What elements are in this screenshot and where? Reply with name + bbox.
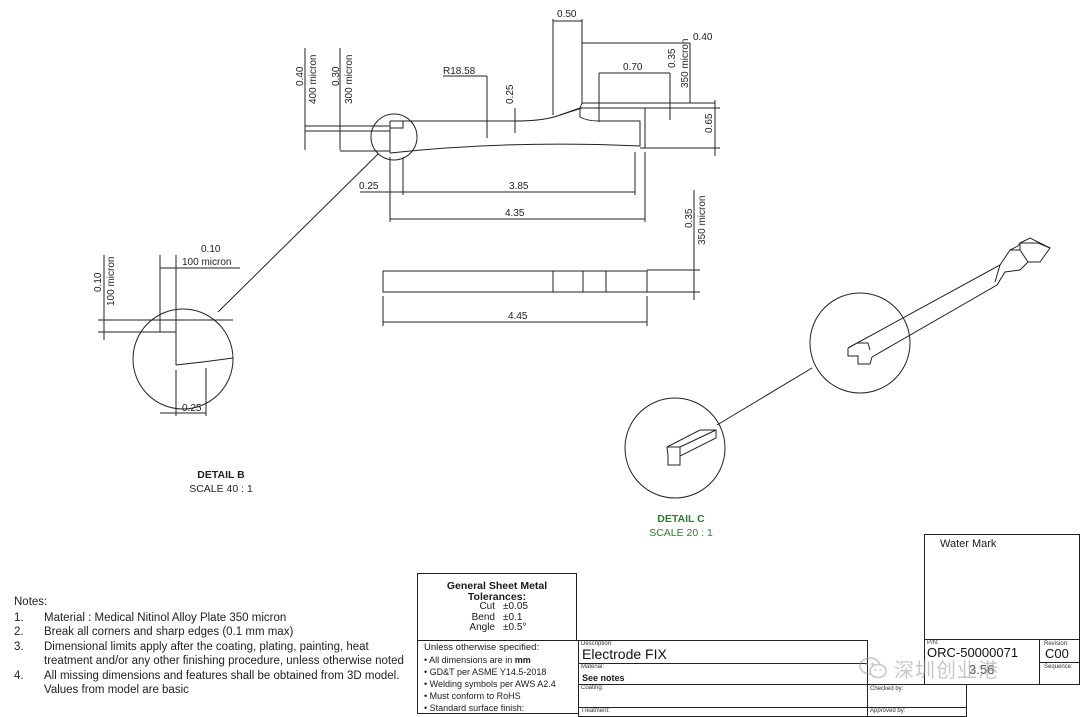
pn-overlap-value: 3.56 xyxy=(969,662,995,677)
side-view-dimensions xyxy=(382,190,700,326)
revision-value: C00 xyxy=(1045,646,1069,661)
note-text: Dimensional limits apply after the coati… xyxy=(44,640,404,668)
water-mark-box: Water Mark xyxy=(924,534,1080,640)
pn-label: P/N: xyxy=(927,640,939,646)
notes-block: Notes: 1. Material : Medical Nitinol All… xyxy=(14,595,414,698)
tolerance-row: Cut ±0.05 xyxy=(418,601,576,613)
title-block-description: Description: Electrode FIX xyxy=(578,640,868,664)
dim-3-85: 3.85 xyxy=(509,181,529,192)
title-block-material: Material: See notes xyxy=(578,663,868,685)
spec-line-text: • All dimensions are in xyxy=(424,655,515,665)
title-block-treatment: Treatment: xyxy=(578,707,868,717)
notes-heading: Notes: xyxy=(14,596,48,608)
dim-0-70: 0.70 xyxy=(623,62,643,73)
dim-350-micron-top: 350 micron xyxy=(680,39,691,88)
dim-350-micron-side: 350 micron xyxy=(697,196,708,245)
coating-label: Coating: xyxy=(581,685,604,691)
tolerance-value: ±0.05 xyxy=(503,601,528,612)
description-label: Description: xyxy=(581,641,613,647)
watermark-text: 深圳创业港 xyxy=(894,659,999,682)
dim-0-65: 0.65 xyxy=(704,113,715,133)
dim-400-micron: 400 micron xyxy=(308,55,319,104)
checked-by-label: Checked by: xyxy=(870,686,904,692)
tolerance-value: ±0.5° xyxy=(503,622,527,633)
detail-c-circle xyxy=(624,397,726,499)
note-number: 1. xyxy=(14,611,24,624)
detail-b-title: DETAIL B xyxy=(197,469,245,481)
detail-b-leader xyxy=(217,153,379,313)
dim-0-40-left: 0.40 xyxy=(295,66,306,86)
detail-b-dim-0-10-v: 0.10 xyxy=(93,272,104,292)
pn-value: ORC-50000071 xyxy=(927,645,1019,660)
tolerance-label: Bend xyxy=(471,611,495,623)
detail-b-circle xyxy=(132,308,234,410)
spec-line: • Standard surface finish: xyxy=(424,703,525,713)
tolerance-label: Angle xyxy=(469,622,495,633)
spec-line: • All dimensions are in mm xyxy=(424,654,578,666)
spec-unit: mm xyxy=(514,655,531,665)
sequence-label: Sequence: xyxy=(1044,664,1073,670)
watermark-overlay: 深圳创业港 xyxy=(858,648,1058,688)
tolerance-value: ±0.1 xyxy=(503,611,523,623)
general-spec-box: Unless otherwise specified: • All dimens… xyxy=(417,640,579,714)
tolerance-row: Bend ±0.1 xyxy=(418,611,576,624)
dimension-lines xyxy=(304,19,720,222)
detail-b-geometry xyxy=(98,255,240,416)
dim-300-micron: 300 micron xyxy=(344,55,355,104)
tolerances-box: General Sheet Metal Tolerances: Cut ±0.0… xyxy=(417,573,577,641)
title-block-approved-by: Approved by: xyxy=(867,707,967,717)
dim-4-45: 4.45 xyxy=(508,311,528,322)
dim-0-40-top: 0.40 xyxy=(693,32,713,43)
detail-c-title: DETAIL C xyxy=(657,513,705,525)
dim-0-35-top: 0.35 xyxy=(667,48,678,68)
detail-c-scale: SCALE 20 : 1 xyxy=(649,527,713,539)
detail-b-dim-100-micron-v: 100 micron xyxy=(106,257,117,306)
material-value: See notes xyxy=(582,673,625,683)
dim-0-30-left: 0.30 xyxy=(331,66,342,86)
dim-0-35-side: 0.35 xyxy=(684,208,695,228)
wechat-icon xyxy=(859,657,887,679)
isometric-view xyxy=(847,237,1051,365)
note-text: Break all corners and sharp edges (0.1 m… xyxy=(44,626,294,638)
revision-label: Revision: xyxy=(1044,641,1069,647)
tolerance-label: Cut xyxy=(479,601,495,612)
note-text: Material : Medical Nitinol Alloy Plate 3… xyxy=(44,611,287,624)
dim-0-25-step: 0.25 xyxy=(505,84,516,104)
side-view-outline xyxy=(382,270,648,293)
spec-heading: Unless otherwise specified: xyxy=(424,642,540,653)
title-block-coating: Coating: xyxy=(578,684,868,708)
description-value: Electrode FIX xyxy=(582,646,667,662)
water-mark-label: Water Mark xyxy=(940,538,997,550)
note-item: 2. Break all corners and sharp edges (0.… xyxy=(14,625,414,640)
note-item: 4. All missing dimensions and features s… xyxy=(14,669,414,698)
material-label: Material: xyxy=(581,664,605,670)
spec-line: • GD&T per ASME Y14.5-2018 xyxy=(424,667,547,677)
spec-line: • Must conform to RoHS xyxy=(424,691,521,701)
isometric-callout-circle xyxy=(809,292,911,394)
tolerances-title: General Sheet Metal xyxy=(446,580,548,592)
note-item: 1. Material : Medical Nitinol Alloy Plat… xyxy=(14,611,414,626)
detail-c-geometry xyxy=(666,429,717,466)
approved-by-label: Approved by: xyxy=(870,708,906,714)
dim-0-50: 0.50 xyxy=(557,9,577,20)
detail-c-leader xyxy=(716,367,813,426)
note-number: 3. xyxy=(14,640,24,653)
note-item: 3. Dimensional limits apply after the co… xyxy=(14,640,414,669)
detail-b-dim-100-micron-h: 100 micron xyxy=(182,257,231,268)
detail-b-callout-circle xyxy=(370,113,418,161)
tolerance-row: Angle ±0.5° xyxy=(418,622,576,634)
detail-b-dim-0-10-h: 0.10 xyxy=(201,244,221,255)
dim-0-25-left: 0.25 xyxy=(359,181,379,192)
detail-b-scale: SCALE 40 : 1 xyxy=(189,483,253,495)
dim-4-35: 4.35 xyxy=(505,208,525,219)
detail-b-dim-0-25: 0.25 xyxy=(182,403,202,414)
treatment-label: Treatment: xyxy=(581,708,610,714)
spec-line: • Welding symbols per AWS A2.4 xyxy=(424,679,556,689)
dim-r18-58: R18.58 xyxy=(443,66,476,77)
note-number: 2. xyxy=(14,626,24,638)
tolerances-subtitle: Tolerances: xyxy=(467,590,527,603)
note-text: All missing dimensions and features shal… xyxy=(44,669,400,697)
note-number: 4. xyxy=(14,669,24,682)
